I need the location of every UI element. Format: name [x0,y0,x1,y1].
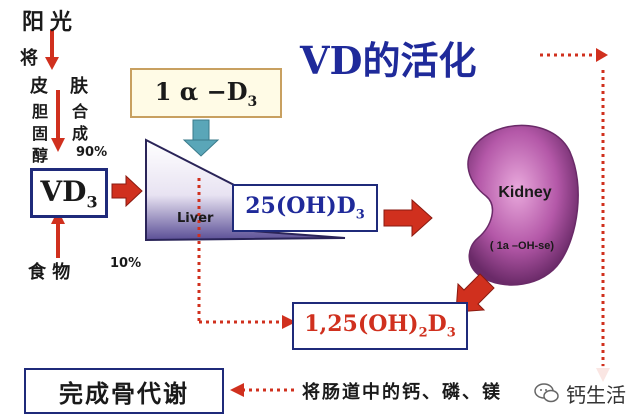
arrow-sun-to-skin [45,30,59,70]
enzyme-subscript: 3 [248,93,258,109]
kidney-label: Kidney [470,184,580,202]
ohd3-subscript: 3 [356,208,365,223]
bile-label-3: 醇 [32,142,48,166]
arrow-synth-to-vd3 [51,90,65,152]
watermark: 钙生活 [528,366,640,420]
active-vd-box: 1,25(OH)2D3 [292,302,468,350]
title-rest: 的活化 [362,39,476,83]
synth-label-2: 成 [72,120,88,144]
active-mid: D [428,311,447,337]
title-vd: VD [300,38,362,83]
ohd3-box: 25(OH)D3 [232,184,378,232]
active-sub2: 3 [447,326,456,341]
bile-label-1: 胆 [32,98,48,122]
kidney-shape [468,125,578,285]
arrow-enzyme-to-liver [184,120,218,156]
liver-label: Liver [177,211,213,226]
vd3-text: VD [40,175,86,208]
skin-label-2: 肤 [70,72,88,98]
active-sub1: 2 [419,326,428,341]
jiang-label: 将 [20,44,38,70]
food-label: 食 物 [28,258,70,284]
ohd3-text: 25(OH)D [245,193,355,219]
arrow-vd3-to-liver [112,176,142,206]
bile-label-2: 固 [32,120,48,144]
watermark-text: 钙生活 [566,379,626,408]
percent-10: 10% [110,256,141,271]
dotted-arrow-to-metabolism [230,383,294,397]
enzyme-box: 1 α −D3 [130,68,282,118]
vd3-box: VD3 [30,168,108,218]
skin-label-1: 皮 [30,72,48,98]
vd3-subscript: 3 [86,192,97,211]
intestine-text: 将肠道中的钙、磷、镁 [302,378,502,404]
metabolism-box: 完成骨代谢 [24,368,224,414]
active-prefix: 1,25(OH) [304,311,418,337]
metabolism-text: 完成骨代谢 [59,374,189,409]
wechat-icon [534,382,560,404]
kidney-enzyme-label: ( 1a –OH-se) [462,240,582,252]
synth-label-1: 合 [72,98,88,122]
arrow-ohd3-to-kidney [384,200,432,236]
enzyme-text: 1 α −D [155,77,248,106]
sunlight-label: 阳光 [22,4,78,36]
diagram-title: VD的活化 [300,30,476,85]
percent-90: 90% [76,145,107,160]
